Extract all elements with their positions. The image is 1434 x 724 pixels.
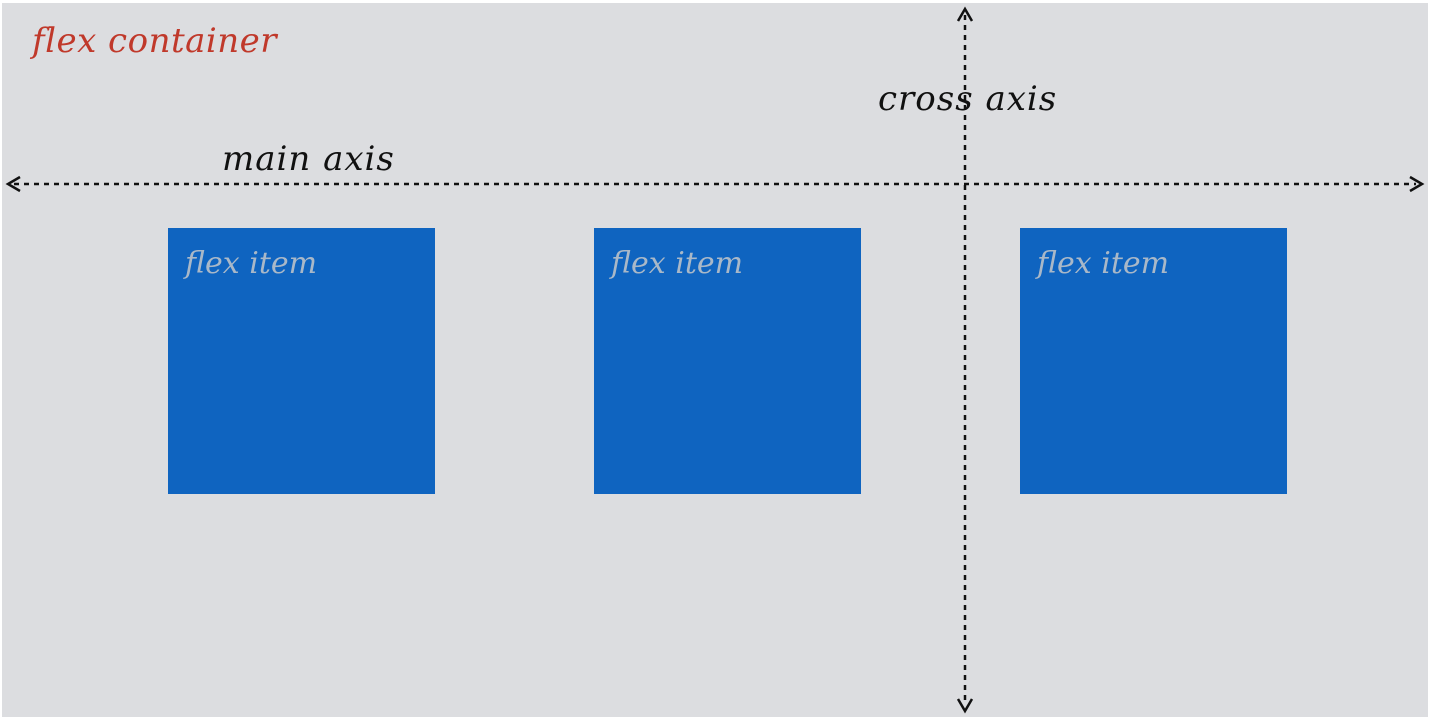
flex-container: flex container main axis cross axis flex… xyxy=(2,3,1428,717)
cross-axis-top-arrow xyxy=(956,6,974,22)
cross-axis-label: cross axis xyxy=(878,79,1058,119)
cross-axis-bottom-arrow xyxy=(956,698,974,714)
main-axis-right-arrow xyxy=(1409,175,1425,193)
flex-item-label: flex item xyxy=(1037,246,1170,281)
main-axis-left-arrow xyxy=(5,175,21,193)
flex-container-label: flex container xyxy=(32,21,278,61)
main-axis-label: main axis xyxy=(222,139,395,179)
axes-diagram xyxy=(5,6,1425,714)
flex-item-3: flex item xyxy=(1020,228,1287,494)
flex-item-label: flex item xyxy=(185,246,318,281)
flex-item-1: flex item xyxy=(168,228,435,494)
flex-item-label: flex item xyxy=(611,246,744,281)
flex-item-2: flex item xyxy=(594,228,861,494)
